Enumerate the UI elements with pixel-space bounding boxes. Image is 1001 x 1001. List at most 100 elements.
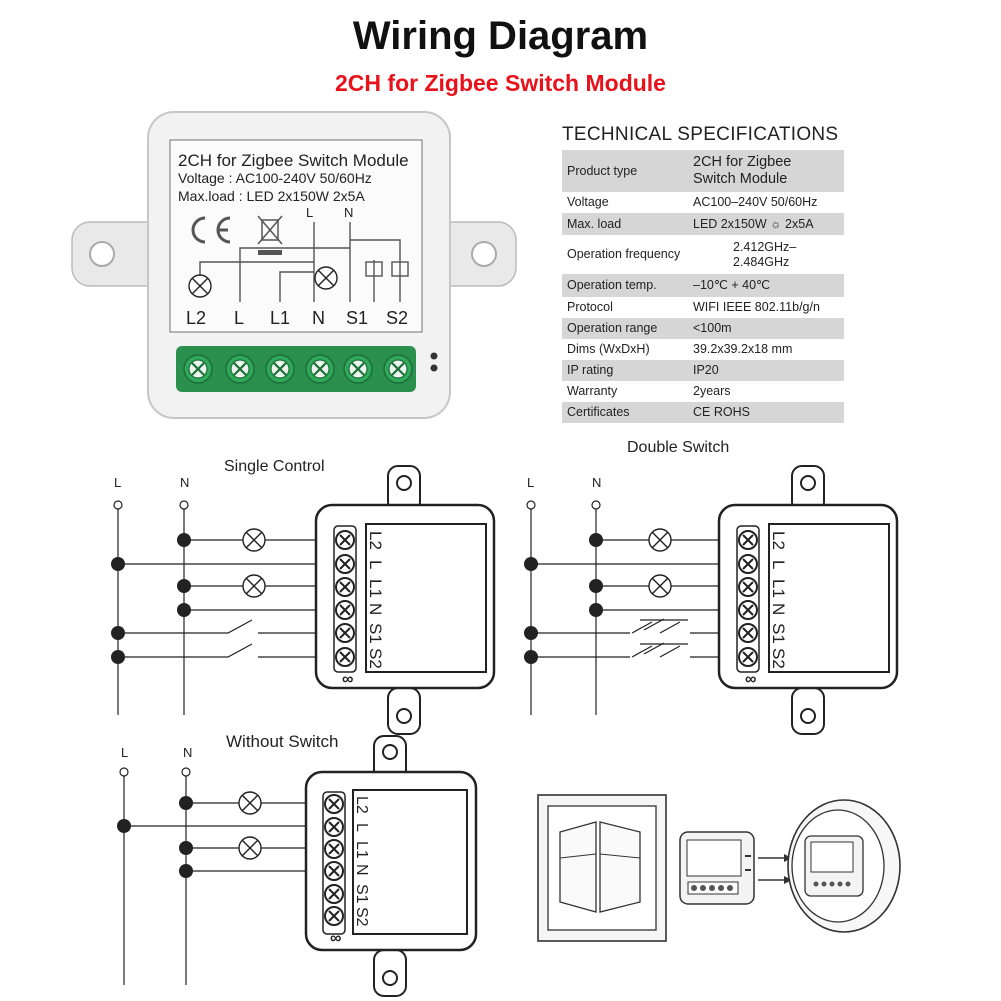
terminal-label: L2 [366, 531, 385, 550]
indicator-led-icon [430, 352, 438, 360]
terminal-label: S1 [353, 884, 370, 904]
spec-label: Operation temp. [567, 278, 657, 292]
neutral-n-label: N [183, 745, 192, 760]
terminal-label: N [769, 603, 788, 615]
spec-value: AC100–240V 50/60Hz [693, 195, 818, 209]
line-l-label: L [121, 745, 128, 760]
spec-row: Max. load LED 2x150W ☼ 2x5A [562, 213, 844, 235]
spec-row: IP rating IP20 [562, 360, 844, 381]
spec-value: –10℃ + 40℃ [693, 278, 771, 292]
module-max-load: Max.load : LED 2x150W 2x5A [178, 188, 365, 204]
module-terminal-label: L1 [270, 308, 290, 328]
terminal-screw-icon [738, 647, 758, 667]
spec-value: IP20 [693, 363, 719, 377]
ce-mark-icon [191, 216, 231, 244]
green-terminal-screw-icon [264, 353, 296, 385]
terminal-label: S2 [353, 907, 370, 927]
green-terminal-screw-icon [342, 353, 374, 385]
terminal-screw-icon [324, 906, 344, 926]
spec-value: 39.2x39.2x18 mm [693, 342, 793, 356]
terminal-screw-icon [738, 623, 758, 643]
terminal-label: L1 [769, 579, 788, 598]
module-terminal-label: L2 [186, 308, 206, 328]
terminal-screw-icon [335, 623, 355, 643]
spec-row: Protocol WIFI IEEE 802.11b/g/n [562, 297, 844, 318]
small-module-icon [679, 831, 755, 905]
terminal-screw-icon [738, 577, 758, 597]
spec-row: Product type 2CH for Zigbee Switch Modul… [562, 150, 844, 192]
terminal-screw-icon [738, 554, 758, 574]
terminal-label: S2 [366, 648, 385, 669]
spec-value: LED 2x150W ☼ 2x5A [693, 216, 814, 231]
spec-row: Operation temp. –10℃ + 40℃ [562, 274, 844, 297]
specifications-title: TECHNICAL SPECIFICATIONS [562, 124, 839, 145]
module-name: 2CH for Zigbee Switch Module [178, 151, 409, 170]
spec-row: Certificates CE ROHS [562, 402, 844, 423]
terminal-screw-icon [738, 600, 758, 620]
green-terminal-screw-icon [182, 353, 214, 385]
module-terminal-label: S1 [346, 308, 368, 328]
spec-label: Protocol [567, 300, 613, 314]
terminal-label: L2 [353, 796, 370, 814]
double-switch-diagram: Double Switch L N [524, 439, 899, 735]
module-terminal-label: N [312, 308, 325, 328]
spec-row: Operation frequency 2.412GHz–2.484GHz [562, 235, 844, 274]
specifications-table: Product type 2CH for Zigbee Switch Modul… [562, 150, 844, 423]
terminal-screw-icon [324, 861, 344, 881]
spec-row: Dims (WxDxH) 39.2x39.2x18 mm [562, 339, 844, 360]
spec-label: Voltage [567, 195, 609, 209]
spec-label: Operation frequency [567, 247, 681, 261]
terminal-screw-icon [335, 554, 355, 574]
terminal-label: L [769, 560, 788, 569]
terminal-screw-icon [335, 647, 355, 667]
module-voltage: Voltage : AC100-240V 50/60Hz [178, 170, 372, 186]
spec-row: Operation range <100m [562, 318, 844, 339]
terminal-label: L1 [366, 579, 385, 598]
indicator-led-icon [430, 364, 438, 372]
spec-label: Certificates [567, 405, 630, 419]
spec-value: 2years [693, 384, 731, 398]
installation-illustration [537, 794, 901, 942]
page-subtitle: 2CH for Zigbee Switch Module [335, 70, 666, 96]
module-mini-schematic [199, 222, 409, 302]
lamp-icon [648, 574, 672, 598]
terminal-label: L [366, 560, 385, 569]
without-switch-title: Without Switch [226, 732, 338, 751]
module-product-image: 2CH for Zigbee Switch Module Voltage : A… [71, 111, 517, 419]
module-lamp-icon [188, 274, 212, 298]
spec-value: WIFI IEEE 802.11b/g/n [693, 300, 820, 314]
terminal-label: N [353, 864, 370, 876]
module-top-terminal-l: L [306, 205, 313, 220]
spec-row: Voltage AC100–240V 50/60Hz [562, 192, 844, 213]
green-terminal-screw-icon [382, 353, 414, 385]
spec-value: 2CH for Zigbee Switch Module [693, 154, 792, 187]
module-terminal-label: L [234, 308, 244, 328]
without-switch-diagram: Without Switch L N L2 [117, 732, 478, 997]
single-control-title: Single Control [224, 458, 325, 475]
module-left-hole [89, 241, 115, 267]
terminal-screw-icon [335, 577, 355, 597]
spec-label: Operation range [567, 321, 658, 335]
spec-label: Dims (WxDxH) [567, 342, 650, 356]
terminal-screw-icon [324, 794, 344, 814]
terminal-screw-icon [324, 839, 344, 859]
single-control-diagram: Single Control L N [111, 458, 496, 735]
spec-value: CE ROHS [693, 405, 750, 419]
wall-switch-icon [537, 794, 667, 942]
terminal-screw-icon [335, 600, 355, 620]
terminal-screw-icon [324, 817, 344, 837]
spec-label: Product type [567, 163, 638, 178]
terminal-label: L1 [353, 841, 370, 859]
green-terminal-screw-icon [224, 353, 256, 385]
module-right-hole [471, 241, 497, 267]
spec-label: IP rating [567, 363, 614, 377]
terminal-label: S2 [769, 648, 788, 669]
lamp-icon [242, 528, 266, 552]
spec-label: Max. load [567, 216, 622, 231]
neutral-n-label: N [180, 475, 189, 490]
spec-value: <100m [693, 321, 732, 335]
line-l-label: L [527, 475, 534, 490]
terminal-label: L [353, 823, 370, 832]
module-lamp-icon [314, 266, 338, 290]
